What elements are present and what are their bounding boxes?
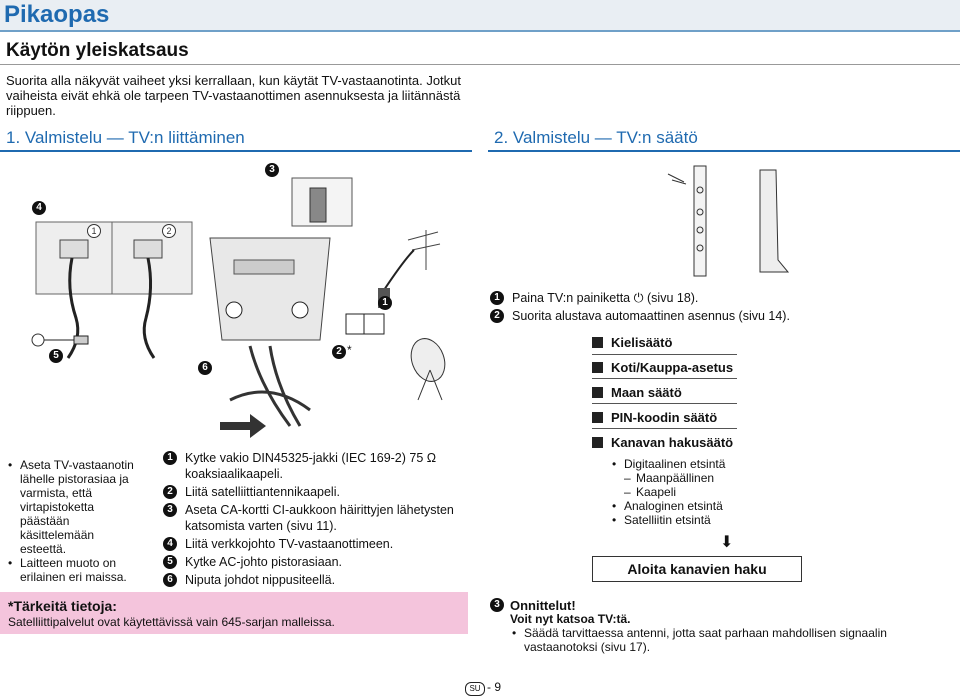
menu-divider	[592, 354, 737, 355]
callout-1: 1	[378, 296, 392, 310]
language-badge: SU	[465, 682, 485, 696]
list-item: –Kaapeli	[624, 485, 677, 499]
callout-4: 4	[32, 201, 46, 215]
page-title: Pikaopas	[4, 1, 110, 28]
final-subtitle: Voit nyt katsoa TV:tä.	[510, 612, 631, 626]
section1-heading: 1. Valmistelu — TV:n liittäminen	[6, 128, 245, 147]
menu-item-koti: Koti/Kauppa-asetus	[592, 360, 733, 375]
note-title: *Tärkeitä tietoja:	[8, 598, 117, 614]
page-number: - 9	[487, 680, 502, 694]
callout-2: 2	[332, 345, 346, 359]
list-item: –Maanpäällinen	[624, 471, 715, 485]
star-mark: *	[347, 343, 352, 357]
list-item: •Säädä tarvittaessa antenni, jotta saat …	[512, 626, 887, 654]
arrow-down-icon: ⬇	[720, 534, 734, 551]
menu-divider	[592, 428, 737, 429]
heading-rule	[0, 64, 960, 65]
port-label-1: 1	[87, 224, 101, 238]
connection-diagram	[31, 177, 446, 438]
search-options: •Digitaalinen etsintä –Maanpäällinen –Ka…	[612, 457, 772, 527]
note-text: Satelliittipalvelut ovat käytettävissä v…	[8, 615, 335, 629]
menu-divider	[592, 378, 737, 379]
section-heading: Käytön yleiskatsaus	[6, 40, 189, 61]
tv-side-diagram	[667, 165, 790, 277]
left-bullets: •Aseta TV-vastaanotin lähelle pistorasia…	[8, 458, 138, 584]
intro-text: Suorita alla näkyvät vaiheet yksi kerral…	[6, 73, 461, 118]
final-bullets: •Säädä tarvittaessa antenni, jotta saat …	[512, 626, 952, 654]
menu-item-pin: PIN-koodin säätö	[592, 410, 717, 425]
power-icon: ⏻	[633, 291, 644, 305]
menu-item-kanava: Kanavan hakusäätö	[592, 435, 733, 450]
section2-heading: 2. Valmistelu — TV:n säätö	[494, 128, 698, 147]
callout-6: 6	[198, 361, 212, 375]
final-title: Onnittelut!	[510, 598, 576, 613]
callout-5: 5	[49, 349, 63, 363]
section2-rule	[488, 150, 960, 152]
title-bar	[0, 0, 960, 30]
callout-3: 3	[265, 163, 279, 177]
final-step-number: 3	[490, 598, 504, 612]
port-label-2: 2	[162, 224, 176, 238]
menu-item-kielisaato: Kielisäätö	[592, 335, 672, 350]
list-item: •Laitteen muoto on erilainen eri maissa.	[8, 556, 127, 584]
title-rule	[0, 30, 960, 32]
list-item: •Analoginen etsintä	[612, 499, 723, 513]
list-item: •Digitaalinen etsintä	[612, 457, 726, 471]
list-item: •Aseta TV-vastaanotin lähelle pistorasia…	[8, 458, 134, 556]
menu-divider	[592, 403, 737, 404]
list-item: •Satelliitin etsintä	[612, 513, 711, 527]
start-scan-box: Aloita kanavien haku	[592, 556, 802, 582]
important-note: *Tärkeitä tietoja: Satelliittipalvelut o…	[0, 592, 468, 634]
menu-item-maa: Maan säätö	[592, 385, 682, 400]
section1-rule	[0, 150, 472, 152]
